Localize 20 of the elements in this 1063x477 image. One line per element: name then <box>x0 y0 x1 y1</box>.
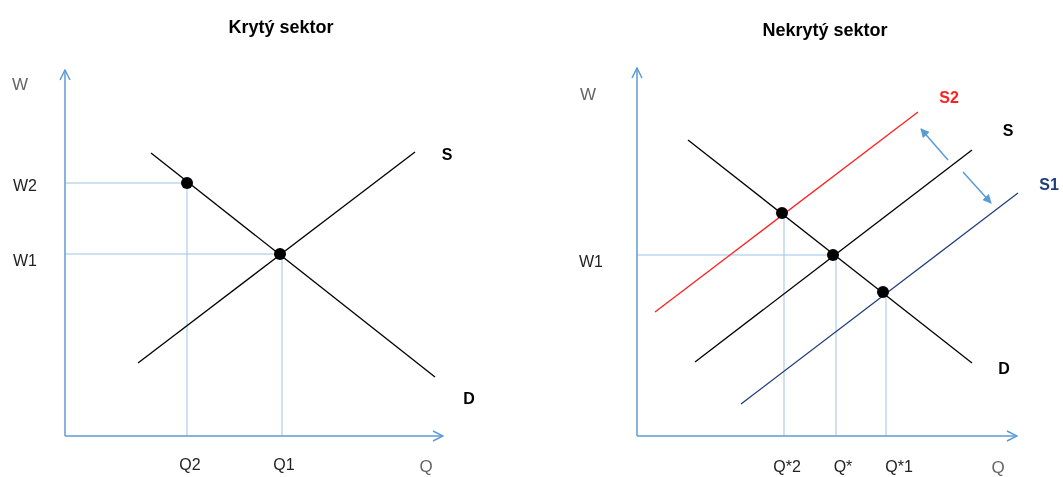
tick-label: Q* <box>833 458 853 476</box>
tick-label: W2 <box>13 177 37 195</box>
tick-label: Q2 <box>179 456 201 474</box>
curve-label: S <box>1002 122 1014 140</box>
curve-label: D <box>463 390 475 408</box>
axis-label: W <box>12 76 28 94</box>
axis-label: Q <box>419 458 433 476</box>
tick-label: W1 <box>579 253 603 271</box>
axis-label: Q <box>991 459 1005 477</box>
curve-label: S2 <box>939 89 959 107</box>
axis-label: W <box>580 86 596 104</box>
chart-title: Nekrytý sektor <box>762 21 888 39</box>
curve-label: S1 <box>1039 176 1059 194</box>
tick-label: W1 <box>13 252 37 270</box>
curve-label: D <box>998 360 1010 378</box>
tick-label: Q1 <box>273 456 295 474</box>
tick-label: Q*1 <box>885 458 913 476</box>
curve-label: S <box>441 146 453 164</box>
chart-title: Krytý sektor <box>228 18 334 36</box>
tick-label: Q*2 <box>773 458 801 476</box>
